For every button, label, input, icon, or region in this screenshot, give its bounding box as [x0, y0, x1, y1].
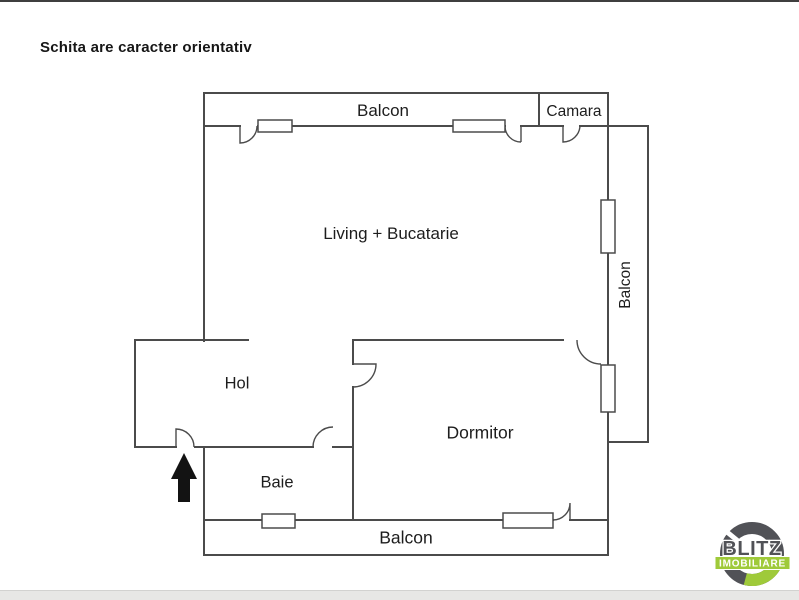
disclaimer-text: Schita are caracter orientativ — [40, 39, 252, 56]
door-arc — [562, 125, 581, 143]
door-arc — [312, 426, 334, 448]
door-arc — [576, 339, 602, 365]
room-label-camara: Camara — [546, 103, 602, 120]
room-label-baie: Baie — [260, 473, 294, 492]
window-symbol — [502, 512, 554, 529]
door-arcs — [175, 125, 602, 521]
window-symbol — [600, 364, 616, 413]
room-label-living: Living + Bucatarie — [323, 224, 459, 243]
walls — [134, 92, 649, 556]
agency-logo: BLITZ IMOBILIARE — [714, 522, 791, 586]
door-arc — [352, 363, 377, 388]
door-arc — [239, 125, 258, 144]
door-arc — [552, 502, 571, 521]
window-symbol — [261, 513, 296, 529]
bottom-gray-bar — [0, 590, 799, 600]
logo-tagline-banner — [714, 556, 791, 570]
window-symbol — [600, 199, 616, 254]
room-label-dormitor: Dormitor — [446, 422, 514, 443]
room-label-balcon-top: Balcon — [357, 101, 409, 120]
window-symbols — [257, 119, 616, 529]
window-symbol — [257, 119, 293, 133]
entrance-arrow-icon — [171, 453, 197, 502]
door-arc — [504, 125, 522, 143]
window-symbol — [452, 119, 506, 133]
logo-ring-notch — [725, 530, 740, 543]
door-arc — [175, 428, 195, 448]
room-label-hol: Hol — [224, 374, 250, 393]
logo-tagline-text: IMOBILIARE — [719, 559, 786, 570]
room-label-balcon-bottom: Balcon — [379, 527, 433, 548]
room-label-balcon-right: Balcon — [617, 261, 634, 309]
